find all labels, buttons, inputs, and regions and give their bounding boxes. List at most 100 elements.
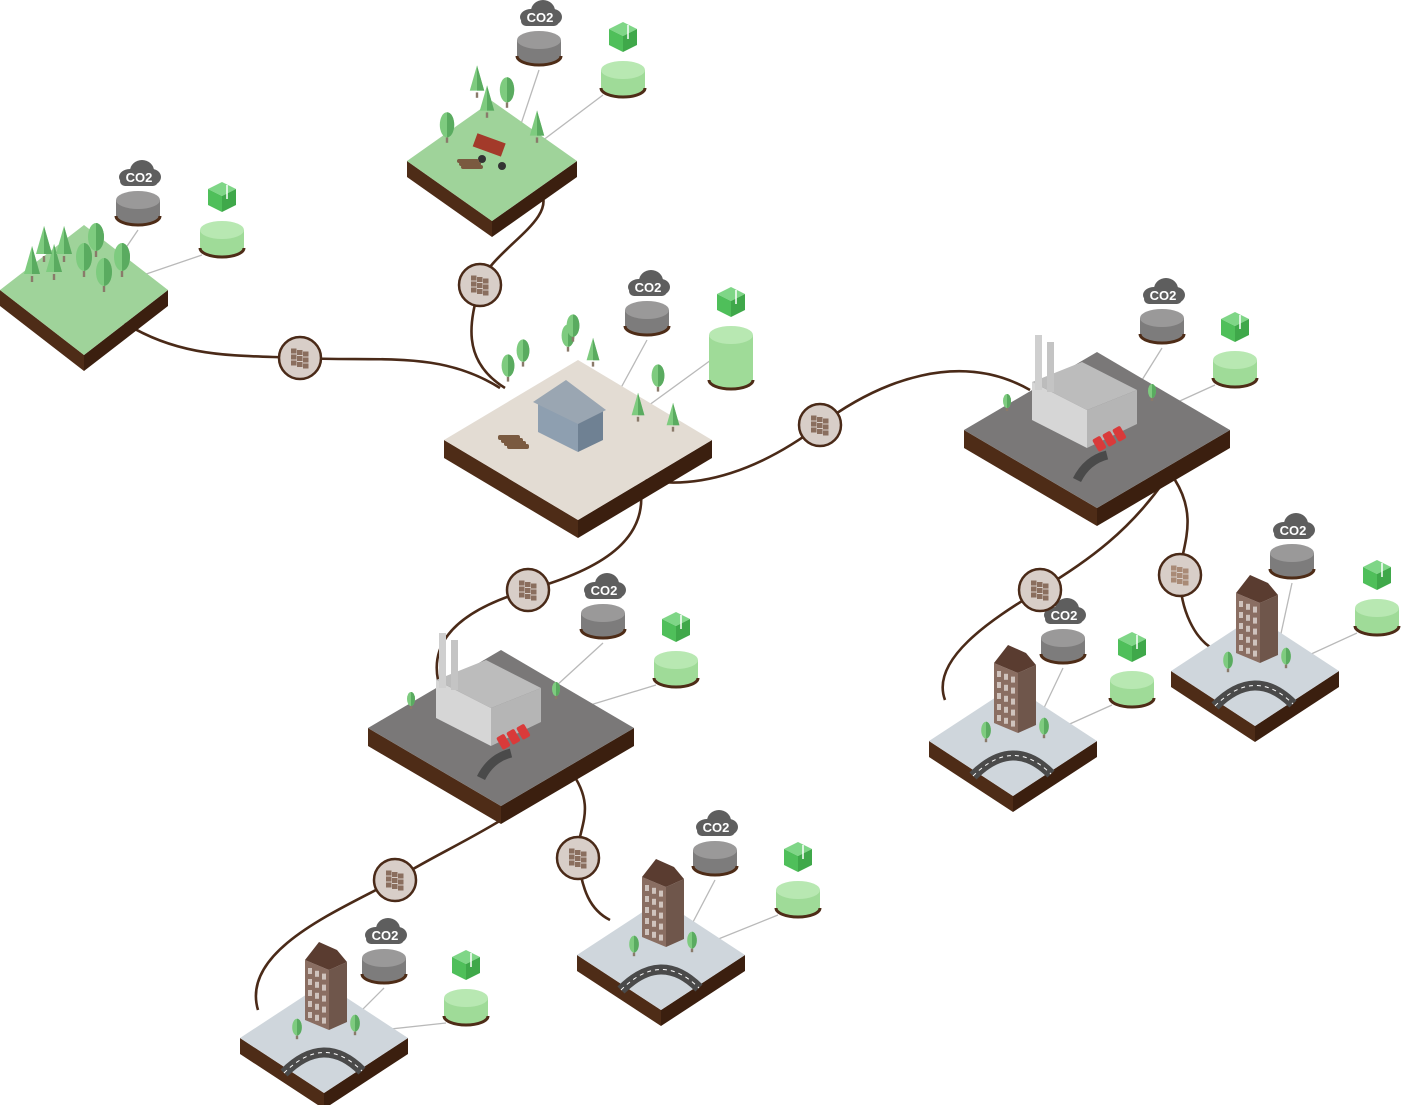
timber-pallet-icon: [457, 262, 503, 308]
building-roof: [642, 859, 684, 887]
tile-side-left: [407, 161, 492, 237]
building-window: [1239, 634, 1243, 640]
tile-side-right: [492, 161, 577, 237]
pallet-block: [297, 356, 303, 361]
apartment-building: [292, 942, 360, 1040]
leaf-shade: [1152, 384, 1156, 398]
stock-cylinder-top: [444, 989, 488, 1007]
building-window: [997, 671, 1001, 677]
building-window: [308, 990, 312, 996]
tree-trunk: [554, 696, 558, 699]
box-icon-right: [798, 849, 812, 872]
pallet-block: [1037, 588, 1043, 593]
building-roof: [305, 942, 347, 970]
pallet-block: [525, 582, 531, 587]
building-window: [645, 896, 649, 902]
co2-cylinder-base: [1268, 568, 1316, 580]
co2-badge: CO2: [119, 160, 161, 186]
building-window: [1246, 625, 1250, 632]
building-window: [997, 704, 1001, 710]
box-icon: [609, 22, 637, 52]
apartment-building: [1223, 575, 1291, 673]
building-window: [308, 979, 312, 985]
co2-cylinder-base: [360, 973, 408, 985]
node-building-east-2: CO2: [1171, 513, 1401, 742]
pallet-block: [525, 594, 531, 599]
building-window: [315, 981, 319, 988]
stock-cylinder-body: [709, 335, 753, 389]
pallet-block: [398, 873, 404, 879]
pallet-block: [519, 586, 525, 592]
building-window: [322, 984, 326, 991]
truck: [1092, 436, 1107, 452]
pallet-block: [392, 872, 398, 877]
chimney: [1035, 335, 1042, 390]
pallet-block: [1177, 579, 1183, 584]
co2-cylinder: [360, 949, 408, 985]
co2-label: CO2: [635, 280, 662, 295]
co2-cylinder-base: [1039, 653, 1087, 665]
pallet-block: [477, 289, 483, 294]
building-window: [1011, 687, 1015, 694]
co2-label: CO2: [703, 820, 730, 835]
tree-trunk: [632, 952, 636, 957]
pallet-block: [811, 415, 817, 421]
tree-trunk: [52, 274, 56, 280]
building-window: [1253, 650, 1257, 657]
pallet-block: [1171, 571, 1177, 577]
tree-trunk: [94, 251, 98, 257]
box-icon-left: [1363, 567, 1377, 590]
sawmill-site: [498, 314, 680, 452]
box-icon-right: [466, 957, 480, 980]
factory-roof: [1032, 362, 1137, 410]
box-icon-left: [452, 957, 466, 980]
pallet-block: [1183, 568, 1189, 574]
pallet-block: [569, 854, 575, 860]
pallet-block: [297, 362, 303, 367]
stock-cylinder-top: [1213, 351, 1257, 369]
leaf-shade: [508, 354, 515, 377]
box-icon-right: [222, 189, 236, 212]
pallet-block: [823, 424, 829, 430]
tile-side-left: [444, 440, 578, 538]
tree-trunk: [353, 1031, 357, 1036]
co2-badge: CO2: [1044, 598, 1086, 624]
building-window: [1246, 647, 1250, 654]
road-marking: [972, 755, 1052, 777]
stock-cylinder: [707, 326, 755, 391]
tree-trunk: [571, 336, 575, 342]
box-icon-right: [1377, 567, 1391, 590]
building-window: [652, 931, 656, 938]
building-window: [645, 885, 649, 891]
co2-cylinder: [114, 191, 162, 227]
pallet-block: [1177, 567, 1183, 572]
leaf-shade: [104, 258, 112, 286]
leaf-shade: [986, 721, 991, 739]
tree-trunk: [1042, 734, 1046, 739]
tree-trunk: [1150, 398, 1154, 401]
boards-pallet-icon: [1157, 552, 1203, 598]
sawmill-front: [538, 402, 578, 452]
pallet-block: [811, 427, 817, 433]
tile-side-right: [661, 955, 745, 1026]
tree-trunk: [485, 112, 489, 118]
building-window: [1239, 601, 1243, 607]
truck: [1112, 426, 1127, 442]
cloud-icon-base: [521, 16, 559, 26]
box-icon-left: [208, 189, 222, 212]
co2-cylinder-base: [114, 215, 162, 227]
truck: [506, 729, 521, 745]
leaf-shade: [1007, 394, 1011, 408]
node-sawmill: CO2: [444, 270, 755, 538]
pallet-block: [817, 429, 823, 434]
pallet-block: [386, 882, 392, 888]
co2-cylinder: [691, 841, 739, 877]
building-window: [1246, 603, 1250, 610]
building-window: [1246, 614, 1250, 621]
pallet-block: [575, 850, 581, 855]
factory-front: [1032, 382, 1087, 448]
building-window: [322, 973, 326, 980]
tree-trunk: [475, 92, 479, 98]
node-building-south-2: CO2: [577, 810, 822, 1026]
